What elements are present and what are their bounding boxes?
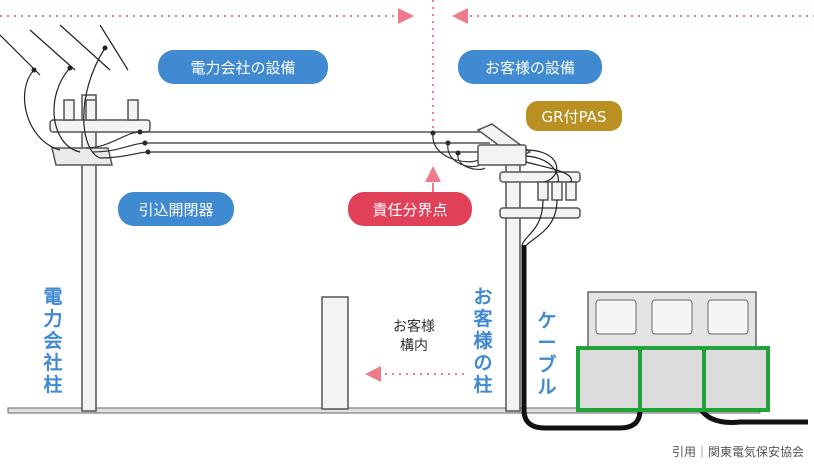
pas-switch-box [476, 123, 532, 166]
service-drop-wires [0, 24, 129, 159]
lead-in-switch-label: 引込開閉器 [118, 192, 234, 226]
customer-premises-label: お客様 構内 [393, 319, 435, 354]
overhead-lines [85, 131, 490, 171]
utility-insulators [63, 99, 139, 121]
customer-pole-label: お客様の柱 [473, 286, 493, 396]
transformer-cubicle [576, 291, 770, 412]
guide-arrowheads [365, 8, 468, 382]
customer-lower-arm [499, 207, 581, 219]
cable-label: ケーブル [537, 310, 557, 398]
utility-pole-label: 電力会社柱 [43, 286, 63, 396]
customer-equipment-label: お客様の設備 [458, 50, 602, 84]
gr-pas-label: GR付PAS [526, 101, 622, 131]
customer-pole-shaft [505, 159, 521, 412]
citation: 引用｜関東電気保安協会 [671, 445, 804, 459]
premises-wall [321, 296, 349, 410]
utility-pole-shaft [81, 94, 97, 412]
utility-equipment-label: 電力会社の設備 [158, 50, 328, 84]
lead-in-switch-box [51, 147, 113, 166]
demarcation-point-label: 責任分界点 [348, 192, 472, 226]
utility-crossarm [49, 119, 151, 133]
customer-insulators [537, 181, 577, 201]
customer-crossarm [499, 171, 581, 183]
boundary-guides [0, 0, 814, 375]
